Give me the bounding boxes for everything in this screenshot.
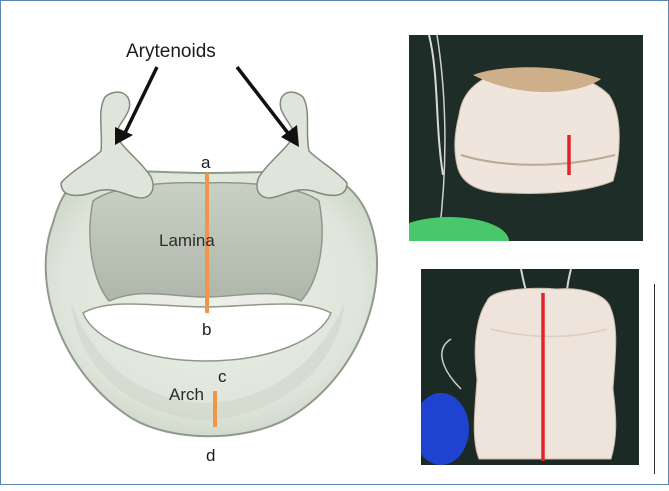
label-point-c: c [218, 367, 227, 387]
model-body-front [474, 288, 616, 459]
divider-line [654, 284, 655, 474]
photo-model-front-view [421, 269, 639, 465]
label-arch: Arch [169, 385, 204, 405]
label-point-a: a [201, 153, 210, 173]
photo-model-side-view [409, 35, 643, 241]
label-point-d: d [206, 446, 215, 466]
arrow-left-head [115, 127, 133, 145]
left-arytenoid-cartilage [61, 92, 153, 198]
label-lamina: Lamina [159, 231, 215, 251]
label-arytenoids: Arytenoids [126, 41, 216, 63]
label-point-b: b [202, 320, 211, 340]
